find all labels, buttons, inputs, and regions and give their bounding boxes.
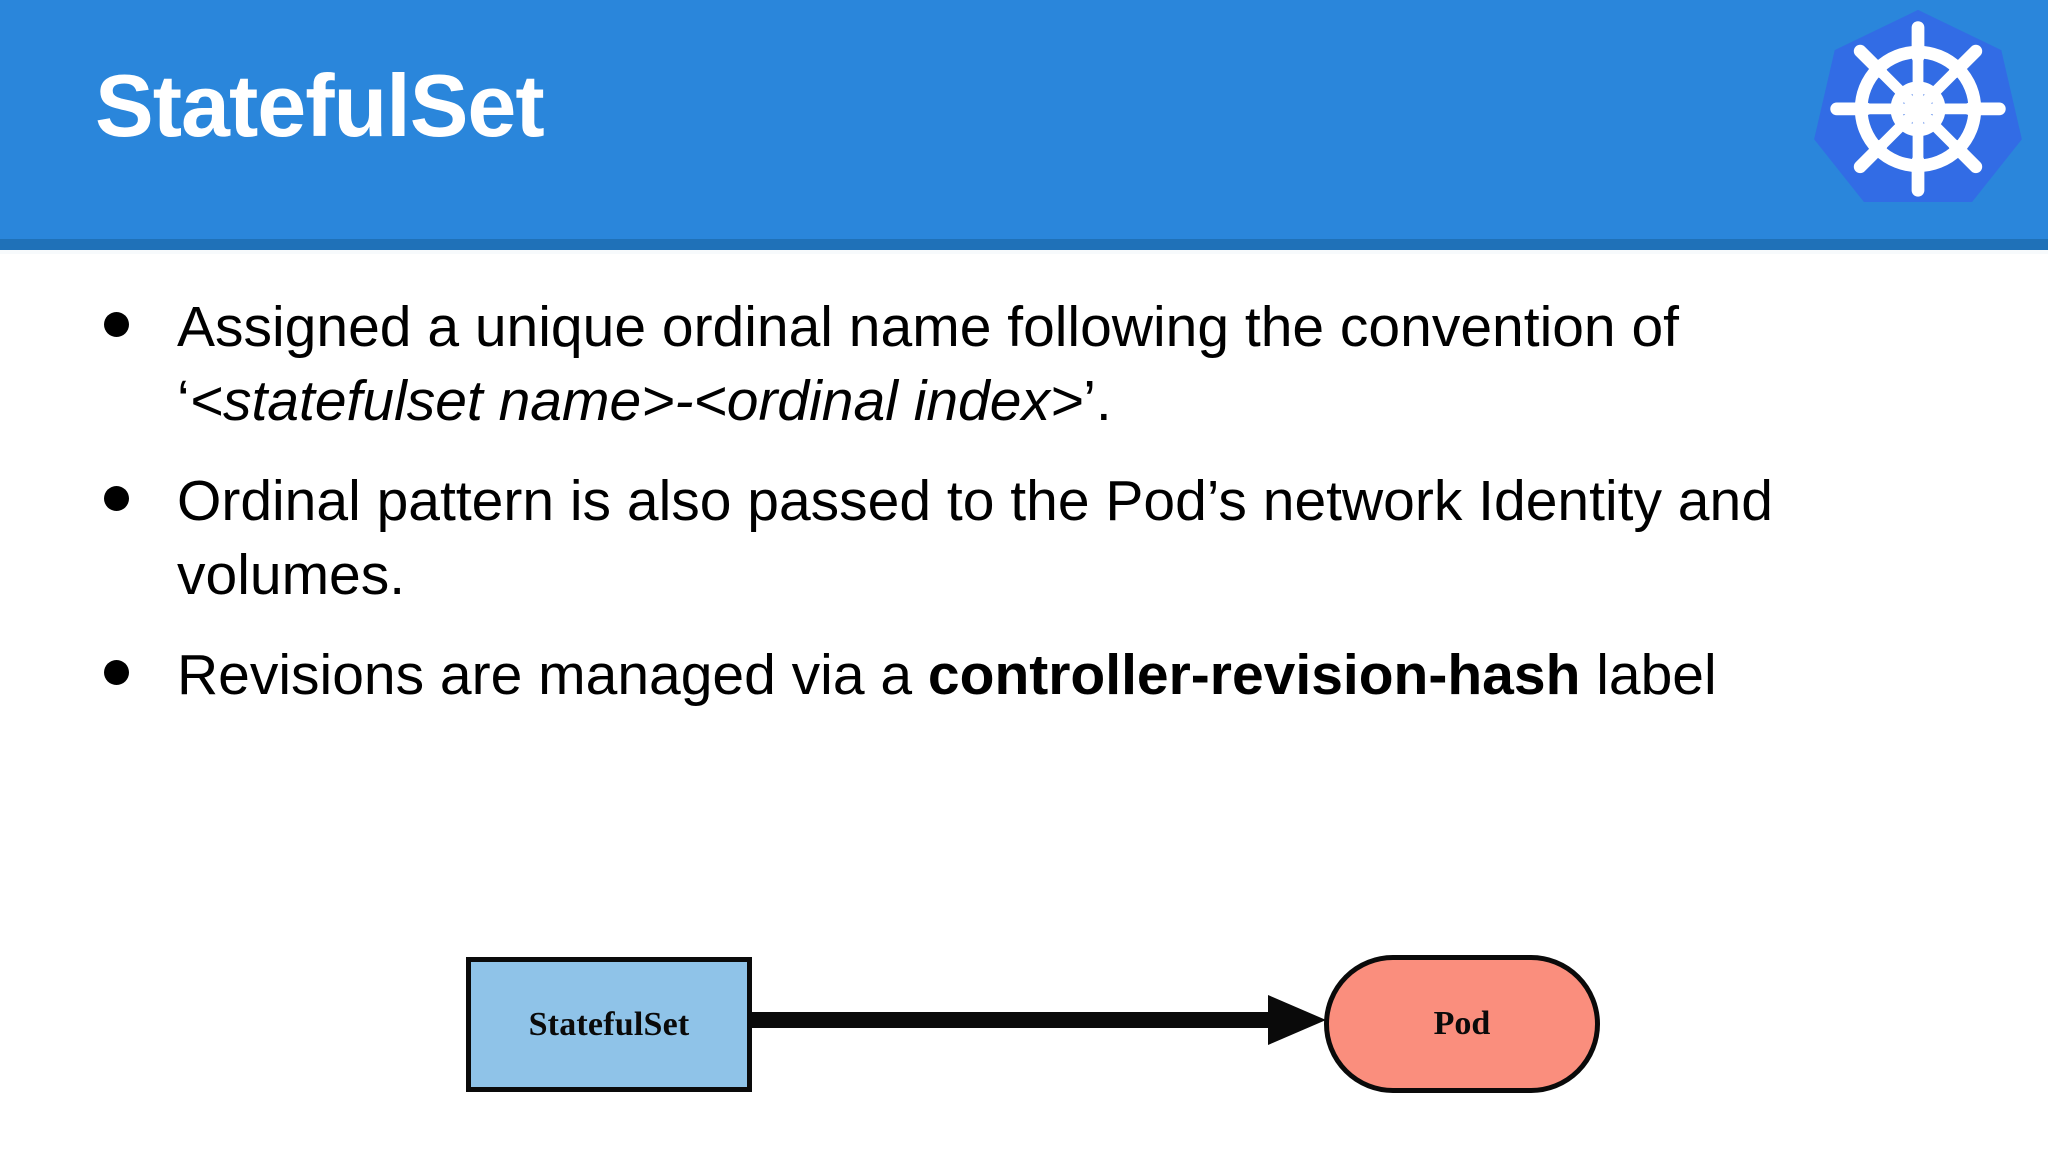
diagram-node-statefulset: StatefulSet	[466, 957, 752, 1092]
bullet-text: Ordinal pattern is also passed to the Po…	[177, 464, 1975, 612]
list-item: Revisions are managed via a controller-r…	[95, 638, 1975, 712]
bullet-segment: Revisions are managed via a	[177, 643, 928, 708]
bullet-dot-icon	[104, 660, 129, 686]
arrow-right-icon	[1268, 995, 1326, 1045]
diagram-node-pod-label: Pod	[1433, 1005, 1491, 1042]
ship-wheel-icon	[1830, 21, 2006, 197]
bullet-text: Assigned a unique ordinal name following…	[177, 290, 1975, 438]
diagram-node-pod: Pod	[1324, 955, 1600, 1093]
diagram-node-statefulset-label: StatefulSet	[528, 1005, 690, 1043]
list-item: Ordinal pattern is also passed to the Po…	[95, 464, 1975, 612]
bullet-segment-italic: <statefulset name>-<ordinal index>	[189, 369, 1084, 434]
bullet-segment: Ordinal pattern is also passed to the Po…	[177, 469, 1773, 608]
statefulset-pod-diagram: StatefulSet Pod	[0, 930, 2048, 1152]
bullet-list: Assigned a unique ordinal name following…	[95, 290, 1975, 738]
bullet-dot-icon	[104, 312, 129, 337]
bullet-segment: label	[1580, 643, 1717, 708]
bullet-segment-bold: controller-revision-hash	[927, 643, 1581, 708]
header-shadow	[0, 250, 2048, 254]
page-title: StatefulSet	[95, 56, 545, 155]
kubernetes-logo	[1793, 6, 2043, 211]
bullet-text: Revisions are managed via a controller-r…	[177, 638, 1975, 712]
bullet-dot-icon	[104, 486, 129, 512]
diagram-edge-line	[752, 1012, 1282, 1028]
header-band	[0, 0, 2048, 239]
bullet-segment: ’.	[1083, 369, 1112, 434]
list-item: Assigned a unique ordinal name following…	[95, 290, 1975, 438]
header-accent-stripe	[0, 239, 2048, 250]
bullet-segment: Assigned a unique ordinal name following…	[177, 295, 1680, 434]
